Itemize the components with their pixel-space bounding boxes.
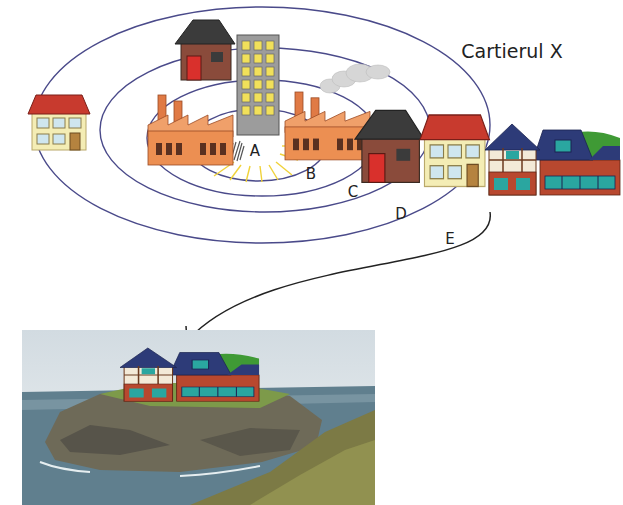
zone-letter: B — [306, 166, 316, 183]
smoke — [320, 64, 390, 93]
district-name: Cartierul X — [461, 41, 562, 62]
zone-letter: C — [348, 184, 358, 201]
dark-house — [355, 110, 424, 182]
zone-letter: A — [250, 143, 260, 160]
zone-letter: D — [395, 206, 407, 223]
cliff-house — [485, 124, 620, 195]
factory — [148, 95, 233, 165]
move-arrow — [186, 212, 490, 342]
tall-block — [237, 35, 279, 135]
yellow-house — [28, 95, 90, 150]
zone-letter: E — [445, 231, 454, 248]
coast-photo — [22, 330, 375, 505]
yellow-house — [420, 115, 489, 187]
factory — [285, 92, 370, 160]
zone-rings — [34, 7, 490, 243]
dark-house — [175, 20, 235, 80]
